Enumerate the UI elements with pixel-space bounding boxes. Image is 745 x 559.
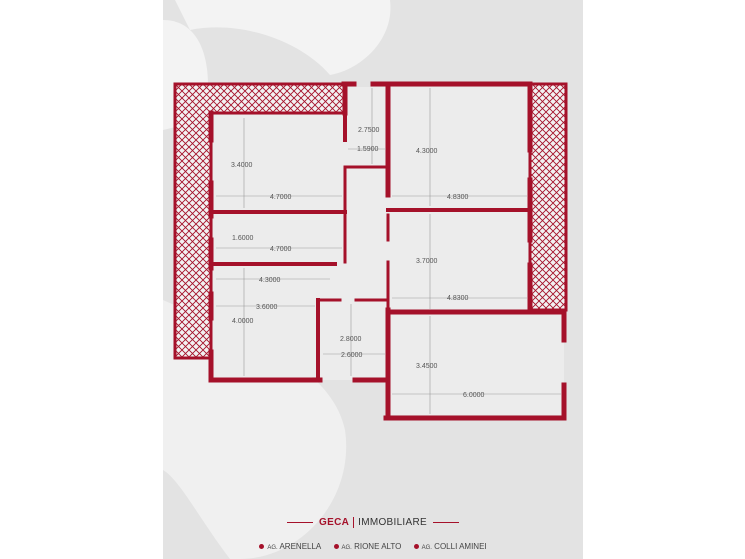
dim-2-60: 2.6000 [341, 352, 363, 359]
brand-logo: GECA IMMOBILIARE [163, 517, 583, 528]
agency-dot-icon [333, 544, 339, 550]
agency-colli-aminei: AG. COLLI AMINEI [413, 542, 487, 551]
dim-3-40: 3.4000 [231, 162, 253, 169]
dimension-labels: 2.7500 1.5900 3.4000 4.7000 1.6000 4.700… [231, 127, 485, 399]
dim-4-83-top: 4.8300 [447, 194, 469, 201]
brand-separator [353, 517, 355, 528]
footer: GECA IMMOBILIARE AG. ARENELLA AG. RIONE A… [163, 512, 583, 559]
dim-3-45: 3.4500 [416, 363, 438, 370]
dim-2-80: 2.8000 [340, 336, 362, 343]
left-margin [0, 0, 163, 559]
brand-immobiliare: IMMOBILIARE [358, 517, 427, 529]
brand-line-right [432, 522, 459, 523]
agency-arenella: AG. ARENELLA [259, 542, 321, 551]
dim-1-60: 1.6000 [232, 235, 254, 242]
dim-6-00: 6.0000 [463, 392, 485, 399]
brand-geca: GECA [319, 517, 350, 529]
floor-plan-drawing: 2.7500 1.5900 3.4000 4.7000 1.6000 4.700… [163, 0, 568, 559]
right-margin [583, 0, 745, 559]
dim-3-70: 3.7000 [416, 258, 438, 265]
dim-4-70-bottom: 4.7000 [270, 246, 292, 253]
agency-dot-icon [259, 544, 265, 550]
dim-4-30-right: 4.3000 [416, 148, 438, 155]
brand-line-left [287, 522, 314, 523]
dim-4-00: 4.0000 [232, 318, 254, 325]
dim-2-75: 2.7500 [358, 127, 380, 134]
floor-areas [213, 87, 564, 415]
dim-1-59: 1.5900 [357, 146, 379, 153]
agency-dot-icon [413, 544, 419, 550]
agencies-list: AG. ARENELLA AG. RIONE ALTO AG. COLLI AM… [163, 542, 583, 551]
floor-plan-panel: 2.7500 1.5900 3.4000 4.7000 1.6000 4.700… [163, 0, 583, 559]
dim-4-30-left: 4.3000 [259, 277, 281, 284]
walls [208, 81, 567, 421]
agency-rione-alto: AG. RIONE ALTO [333, 542, 401, 551]
dimension-lines [216, 88, 561, 414]
balcony-right [528, 82, 568, 312]
dim-4-83-bottom: 4.8300 [447, 295, 469, 302]
dim-4-70-top: 4.7000 [270, 194, 292, 201]
dim-3-60: 3.6000 [256, 304, 278, 311]
